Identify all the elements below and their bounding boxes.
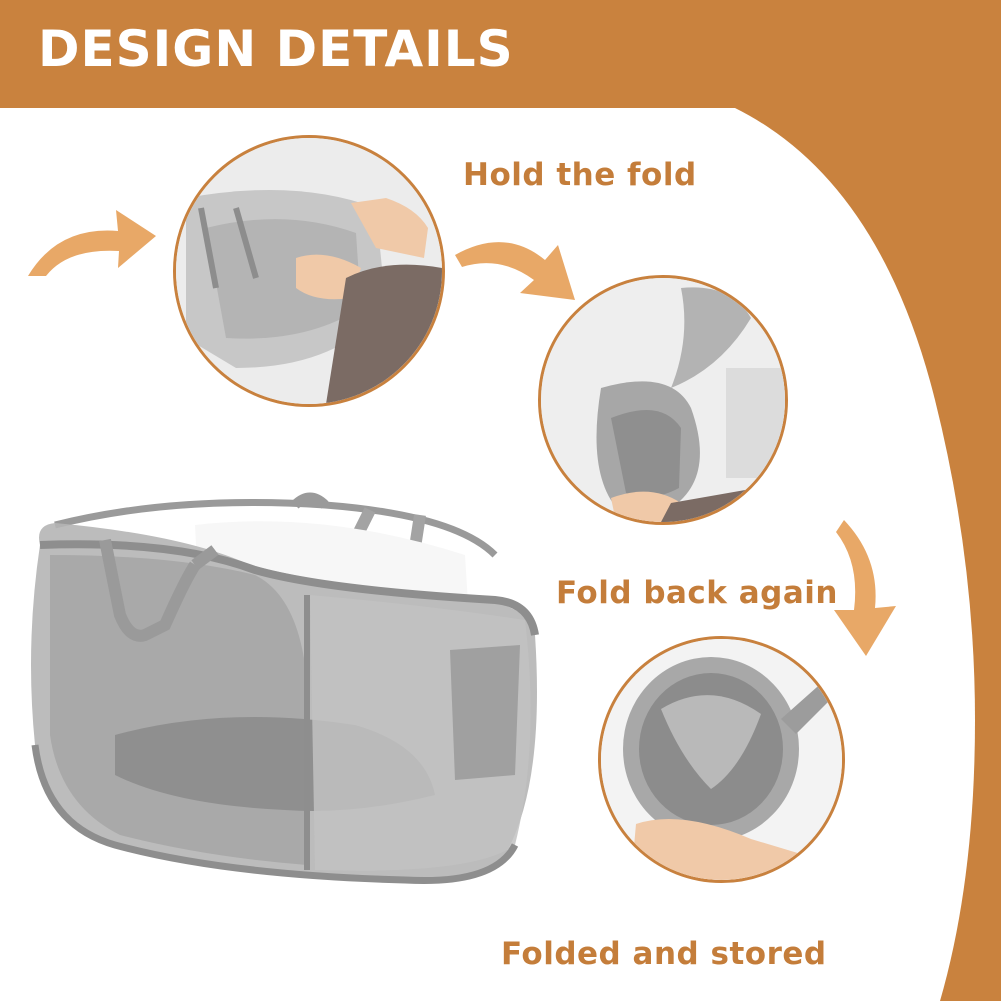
step-label-fold-back: Fold back again [556,575,838,611]
step-label-hold-fold: Hold the fold [463,157,697,193]
laundry-hamper-image [25,485,550,890]
page-title: DESIGN DETAILS [38,20,514,78]
step-photo-folded-stored [598,636,845,883]
curved-arrow-icon [450,225,585,305]
step-photo-fold-back [538,275,788,525]
curved-arrow-icon [830,518,902,658]
step-photo-hold-fold [173,135,445,407]
step-label-folded-stored: Folded and stored [501,936,827,972]
curved-arrow-icon [18,196,160,280]
